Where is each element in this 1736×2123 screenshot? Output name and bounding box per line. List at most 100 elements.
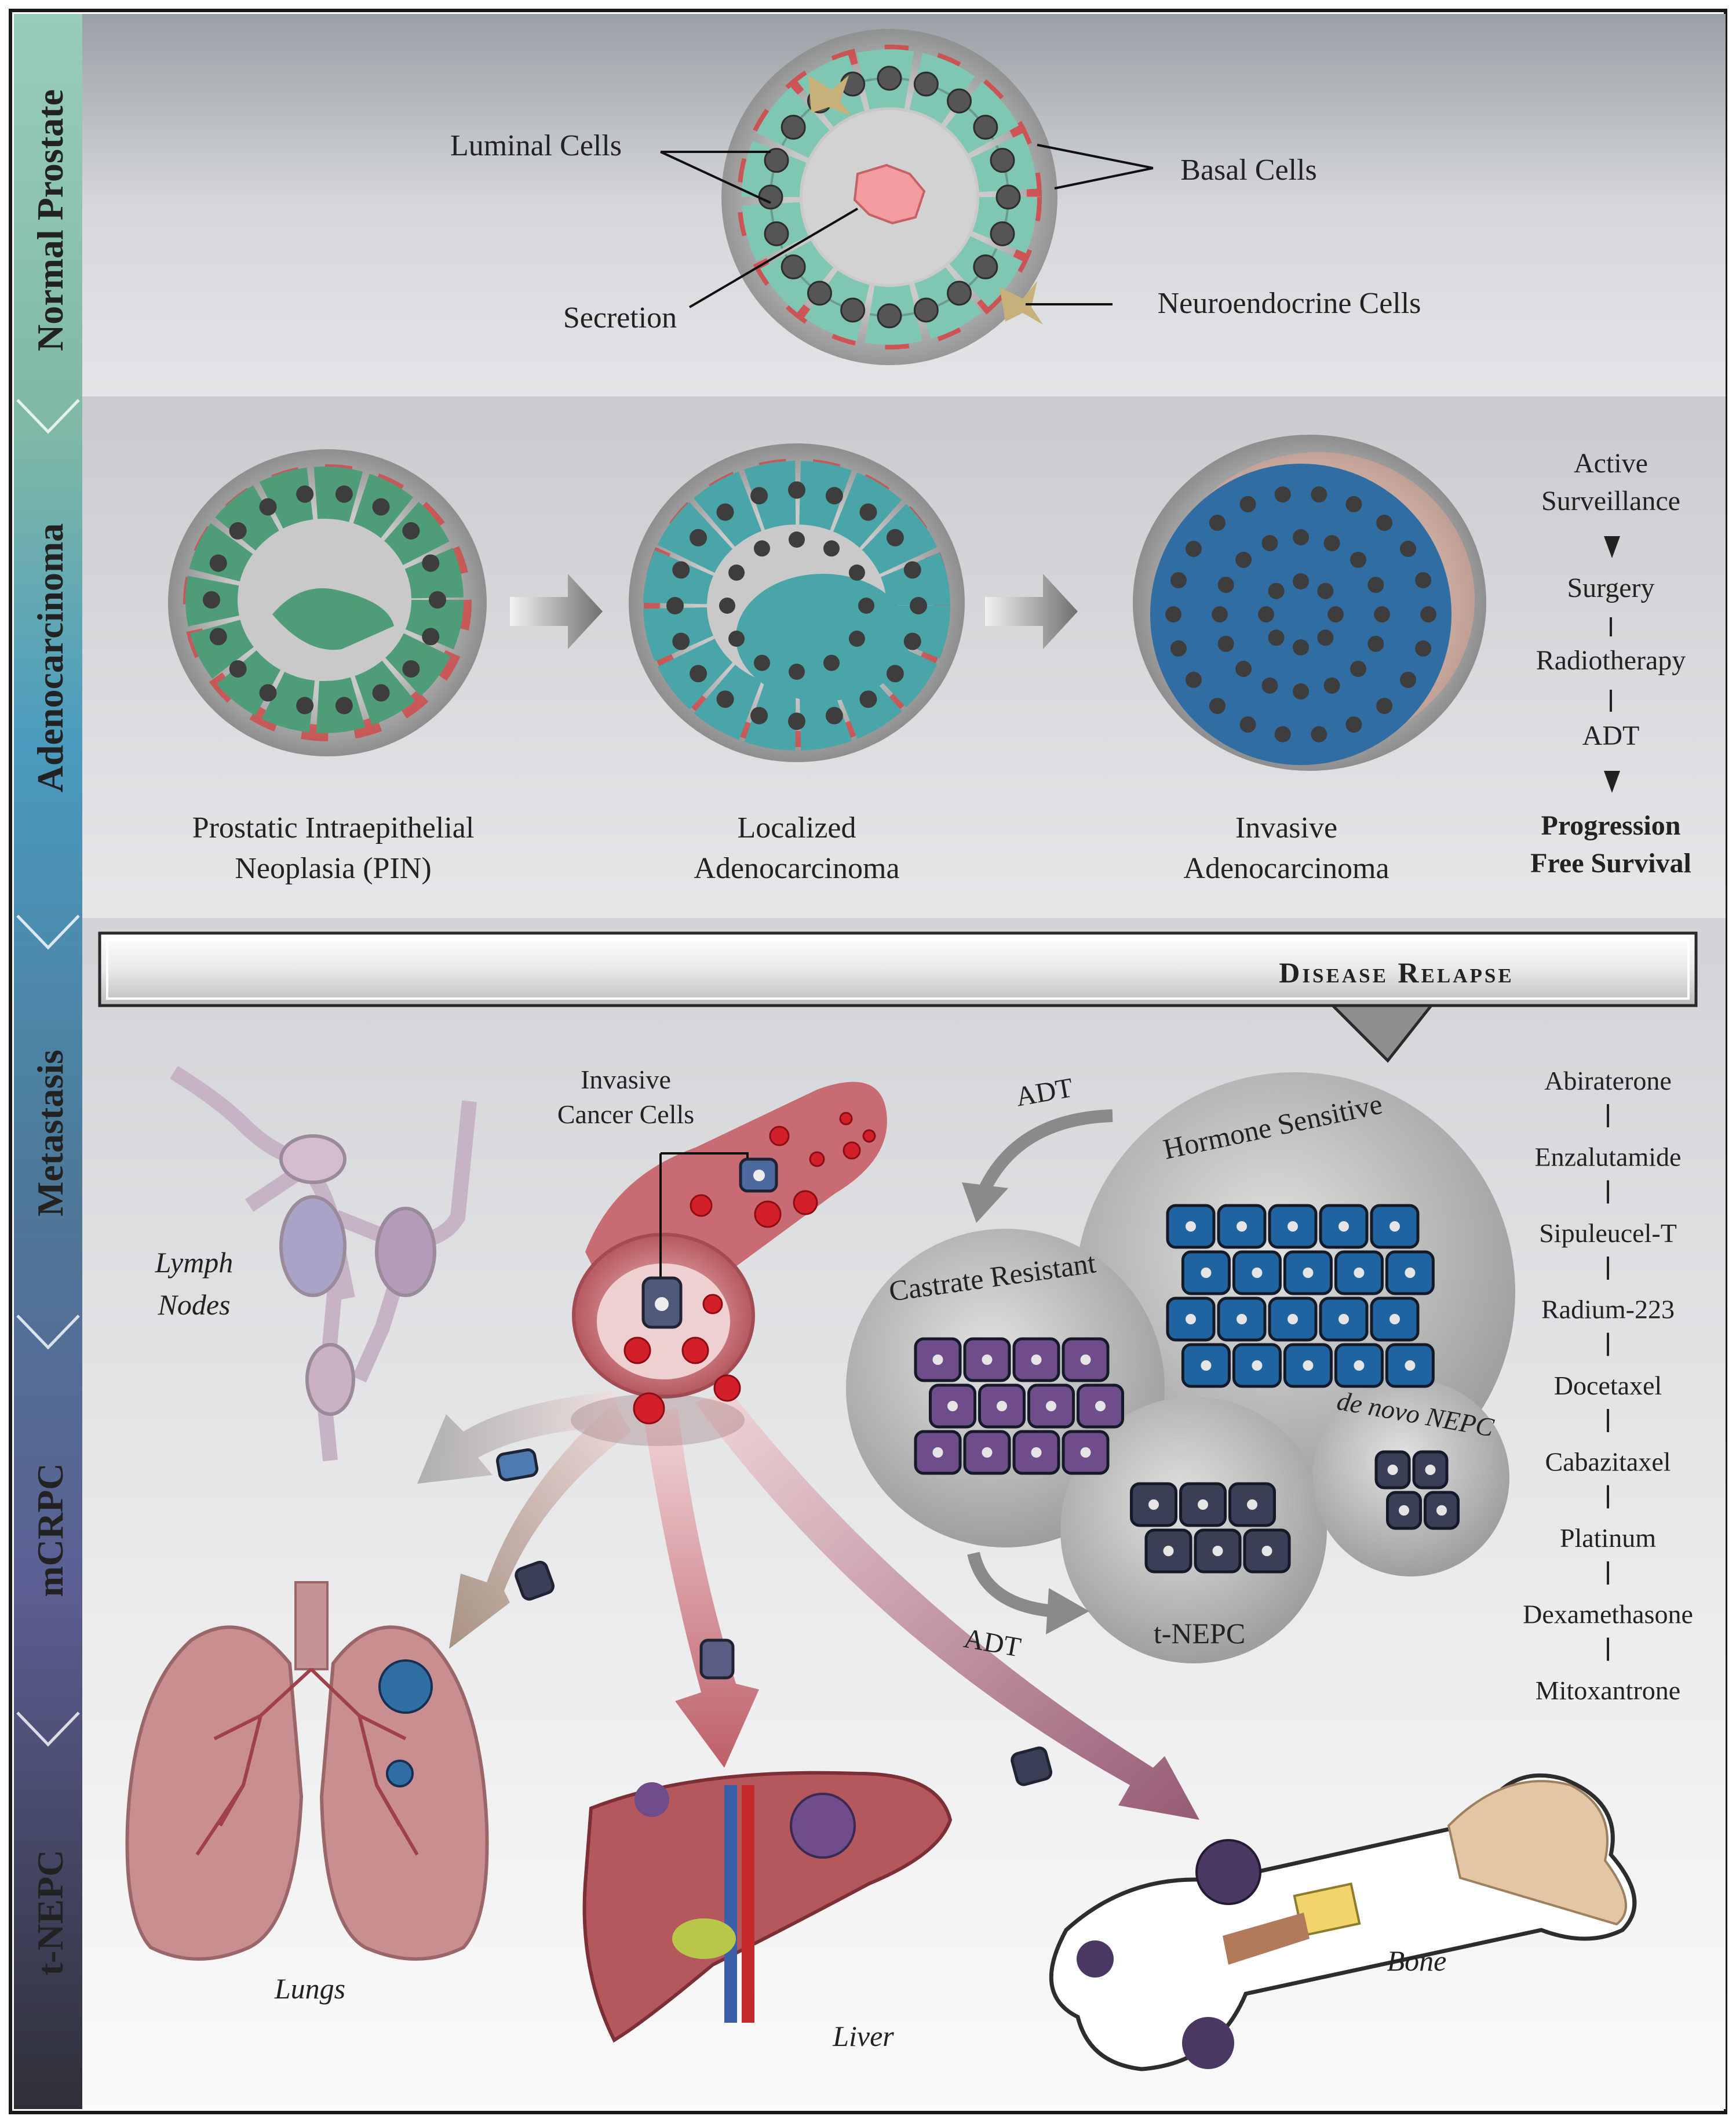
nucleus <box>1293 639 1309 656</box>
nucleus <box>716 690 734 708</box>
stage-label-adenocarcinoma: Adenocarcinoma <box>30 523 71 793</box>
progression-arrow-2 <box>985 574 1078 649</box>
nucleus <box>990 221 1015 246</box>
tumor-cell-nucleus <box>1095 1401 1106 1411</box>
nucleus <box>946 281 972 306</box>
nucleus <box>995 184 1021 210</box>
nucleus <box>754 654 770 671</box>
tumor-cell-nucleus <box>1080 1354 1091 1365</box>
nucleus <box>848 631 865 647</box>
nucleus <box>764 148 789 173</box>
nucleus <box>886 665 904 683</box>
tumor-cell-nucleus <box>1237 1314 1247 1324</box>
tumor-cell-nucleus <box>1387 1465 1398 1475</box>
localized-label-2: Adenocarcinoma <box>694 852 899 885</box>
nucleus <box>823 654 840 671</box>
lungs <box>125 1581 489 1961</box>
lymph-nodes <box>170 1065 477 1462</box>
tumor-cell-nucleus <box>1261 1546 1272 1556</box>
nucleus <box>690 665 707 683</box>
nucleus <box>858 598 874 614</box>
tumor-cell-nucleus <box>1354 1360 1365 1371</box>
nucleus <box>1261 535 1278 552</box>
nucleus <box>1400 671 1417 688</box>
nucleus <box>1367 635 1384 652</box>
nucleus <box>859 690 877 708</box>
tumor-cell-nucleus <box>1237 1221 1247 1232</box>
drug-label: Radium-223 <box>1541 1295 1675 1324</box>
tumor-cell-nucleus <box>1186 1314 1196 1324</box>
neuroendocrine-cell-top <box>808 75 852 116</box>
nucleus <box>1165 606 1181 622</box>
nucleus <box>259 498 277 516</box>
nucleus <box>825 487 843 505</box>
nucleus <box>1345 716 1362 733</box>
pfs-label-1: Progression <box>1541 810 1681 841</box>
red-blood-cells <box>623 1112 876 1425</box>
tumor-cell-nucleus <box>1339 1314 1349 1324</box>
drug-label: Mitoxantrone <box>1536 1676 1680 1705</box>
stage-label-metastasis: Metastasis <box>30 1050 71 1217</box>
tumor-cell-nucleus <box>1148 1499 1159 1510</box>
nucleus <box>728 631 745 647</box>
nucleus <box>946 88 972 114</box>
nucleus <box>209 628 227 646</box>
adt-arrow-top-head <box>962 1182 1008 1223</box>
nucleus <box>758 184 783 210</box>
nucleus <box>229 660 247 678</box>
nucleus <box>788 481 805 499</box>
pin-label-2: Neoplasia (PIN) <box>235 852 431 885</box>
nucleus <box>754 540 770 557</box>
nucleus <box>1345 496 1362 512</box>
nucleus <box>229 522 247 540</box>
adt-label: ADT <box>1582 720 1640 751</box>
pin-label-1: Prostatic Intraepithelial <box>192 811 475 844</box>
invasive-cells-label-2: Cancer Cells <box>557 1099 694 1129</box>
invasive-label-2: Adenocarcinoma <box>1183 852 1389 885</box>
stage-dividers <box>16 399 80 1747</box>
nucleus <box>1170 572 1187 589</box>
nucleus <box>372 684 390 702</box>
nucleus <box>402 522 420 540</box>
nucleus <box>973 115 998 140</box>
nucleus <box>372 498 390 516</box>
drug-label: Cabazitaxel <box>1545 1447 1671 1477</box>
nucleus <box>422 554 440 572</box>
nucleus <box>1376 515 1393 531</box>
basal-cells-label: Basal Cells <box>1180 154 1316 187</box>
nucleus <box>1311 486 1327 503</box>
nucleus <box>1415 640 1432 657</box>
nucleus <box>764 221 789 246</box>
nucleus <box>1235 661 1252 678</box>
nucleus <box>1268 629 1285 646</box>
tumor-cell-nucleus <box>947 1401 958 1411</box>
nucleus <box>422 628 440 646</box>
nucleus <box>335 485 353 503</box>
drug-label: Sipuleucel-T <box>1539 1218 1677 1248</box>
tumor-cell-nucleus <box>932 1354 943 1365</box>
lymph-label-2: Nodes <box>158 1288 231 1321</box>
nucleus <box>903 561 921 579</box>
nucleus <box>1350 661 1366 678</box>
tumor-cell-nucleus <box>1031 1447 1042 1458</box>
de-novo-nepc-bubble <box>1312 1379 1509 1576</box>
nucleus <box>1274 486 1291 503</box>
nucleus <box>1323 677 1340 694</box>
lymph-label-1: Lymph <box>155 1246 234 1279</box>
nucleus <box>825 707 843 724</box>
nucleus <box>1209 515 1226 531</box>
nucleus <box>1293 529 1309 545</box>
nucleus <box>690 529 707 547</box>
nucleus <box>1311 726 1327 742</box>
nucleus <box>807 281 833 306</box>
invasive-gland <box>1133 435 1486 771</box>
nucleus <box>973 254 998 279</box>
nucleus <box>1274 726 1291 742</box>
nucleus <box>672 632 690 650</box>
red-blood-cell <box>862 1129 876 1143</box>
vessel-cancer-cells <box>641 1157 778 1329</box>
neuroendocrine-cells-label: Neuroendocrine Cells <box>1158 287 1421 320</box>
active-label-2: Surveillance <box>1541 486 1680 516</box>
nucleus <box>1293 683 1309 700</box>
nucleus <box>1327 606 1344 622</box>
